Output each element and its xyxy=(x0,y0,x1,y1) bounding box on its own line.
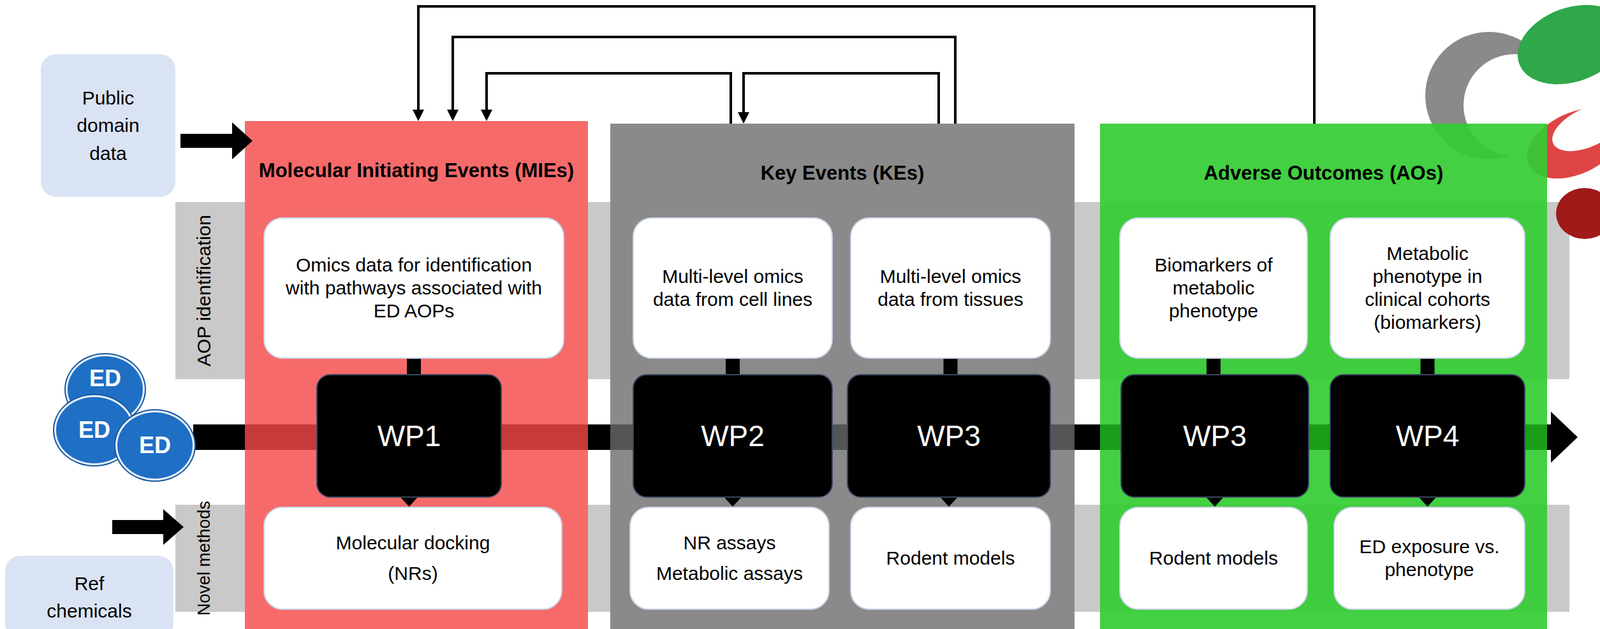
content-box: Biomarkers of metabolic phenotype xyxy=(1119,217,1308,360)
content-box: Rodent models xyxy=(1119,506,1308,611)
source-box: Public domain data xyxy=(40,54,176,198)
chemical-circle: ED xyxy=(115,410,195,481)
feedback-line xyxy=(743,73,939,124)
input-arrow xyxy=(180,133,234,148)
main-flow-band xyxy=(193,424,318,451)
panel-heading: Key Events (KEs) xyxy=(682,146,1002,201)
main-flow-band xyxy=(831,424,849,451)
arrow-head xyxy=(737,112,750,124)
node-text: Public domain data xyxy=(57,84,160,168)
panel-heading: Molecular Initiating Events (MIEs) xyxy=(256,144,576,198)
feedback-line xyxy=(418,6,1315,124)
ao-panel-fill xyxy=(1100,123,1548,629)
stage-panel: Molecular Initiating Events (MIEs) Omics … xyxy=(244,121,588,629)
arrow-head xyxy=(232,122,253,160)
input-arrow-head xyxy=(163,509,184,546)
ke-panel-fill xyxy=(610,123,1075,629)
source-box: Ref chemicals xyxy=(5,556,174,629)
node-text: Rodent models xyxy=(886,547,1016,571)
aop-identification-band xyxy=(175,202,1570,380)
node-text: Biomarkers of metabolic phenotype xyxy=(1137,253,1291,323)
content-box: Multi-level omics data from cell lines xyxy=(632,217,833,360)
connector xyxy=(1049,437,1122,439)
work-package-box: WP3 xyxy=(846,374,1051,499)
node-text: Molecular docking (NRs) xyxy=(317,528,509,590)
main-flow-band xyxy=(1307,424,1331,451)
flow-link xyxy=(725,359,740,375)
flow-link xyxy=(1206,359,1221,375)
flow-link xyxy=(406,359,421,375)
connector xyxy=(950,359,951,375)
connector xyxy=(831,437,849,439)
arrow-head xyxy=(412,109,425,122)
node-text: WP1 xyxy=(377,418,442,454)
content-box: Omics data for identification with pathw… xyxy=(263,217,565,360)
band-label: Novel methods xyxy=(192,501,216,617)
connector xyxy=(413,359,415,375)
node-text: ED xyxy=(139,432,171,460)
content-box: Metabolic phenotype in clinical cohorts … xyxy=(1329,217,1526,360)
connector xyxy=(1427,359,1428,375)
node-text: Omics data for identification with pathw… xyxy=(279,253,548,323)
node-text: Metabolic assays xyxy=(656,558,803,590)
connector xyxy=(447,36,956,124)
panel-heading: Adverse Outcomes (AOs) xyxy=(1164,146,1484,201)
work-package-box: WP1 xyxy=(316,374,502,499)
node-text: ED exposure vs. phenotype xyxy=(1350,535,1510,582)
node-text: ED xyxy=(89,365,122,393)
band-label: AOP identification xyxy=(192,214,216,367)
content-box: Molecular docking (NRs) xyxy=(263,506,563,611)
node-text: NR assays xyxy=(682,528,776,559)
main-arrow-head xyxy=(1550,411,1578,463)
feedback-line xyxy=(452,36,956,124)
connector xyxy=(1213,359,1215,375)
stage-panel: Adverse Outcomes (AOs) Biomarkers of meta… xyxy=(1100,123,1548,629)
main-flow-band xyxy=(1049,424,1122,451)
connector xyxy=(180,122,253,160)
flow-link xyxy=(943,359,958,375)
connector xyxy=(1307,437,1331,439)
novel-methods-band xyxy=(175,505,1570,613)
arrow-head xyxy=(447,109,459,122)
content-box: ED exposure vs. phenotype xyxy=(1333,506,1526,611)
arrow-head xyxy=(480,109,493,122)
input-arrow xyxy=(112,520,166,535)
connector xyxy=(732,359,734,375)
node-text: ED xyxy=(78,417,111,444)
connector xyxy=(480,73,731,124)
work-package-box: WP2 xyxy=(632,374,833,499)
mie-panel-fill xyxy=(244,121,588,629)
feedback-line xyxy=(486,73,731,124)
content-box: Multi-level omics data from tissues xyxy=(850,217,1051,360)
stage-panel: Key Events (KEs) Multi-level omics data f… xyxy=(610,123,1075,629)
work-package-box: WP4 xyxy=(1329,374,1526,499)
work-package-box: WP3 xyxy=(1120,374,1310,499)
flow-link xyxy=(1420,359,1435,375)
connector xyxy=(737,73,939,124)
node-text: WP4 xyxy=(1395,418,1460,454)
node-text: WP2 xyxy=(700,418,765,454)
main-arrow-tail xyxy=(1525,424,1549,451)
node-text: Metabolic phenotype in clinical cohorts … xyxy=(1344,242,1511,335)
connector xyxy=(500,437,634,439)
node-text: Ref chemicals xyxy=(35,570,144,626)
node-text: Multi-level omics data from cell lines xyxy=(649,265,816,312)
connector xyxy=(193,437,318,439)
main-flow-band xyxy=(500,424,634,451)
node-text: WP3 xyxy=(917,418,981,454)
node-text: Rodent models xyxy=(1149,547,1278,571)
node-text: WP3 xyxy=(1182,418,1247,454)
connector xyxy=(412,6,1315,124)
content-box: NR assaysMetabolic assays xyxy=(629,506,830,611)
node-text: Multi-level omics data from tissues xyxy=(867,265,1034,312)
content-box: Rodent models xyxy=(850,506,1051,611)
